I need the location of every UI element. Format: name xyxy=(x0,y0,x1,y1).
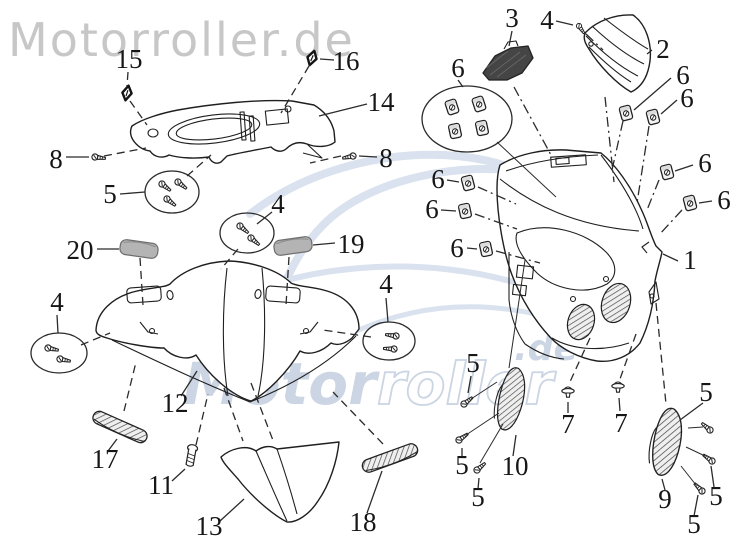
callout-5-f: 5 xyxy=(687,509,701,539)
callout-5-top: 5 xyxy=(103,179,117,209)
clip-glyph xyxy=(474,119,490,137)
callout-18: 18 xyxy=(350,507,377,537)
part-12-handlebar-front-cover xyxy=(95,260,360,403)
callout-16: 16 xyxy=(333,46,360,76)
callout-6-f: 6 xyxy=(425,194,439,224)
callout-6-group: 6 xyxy=(451,53,465,83)
screw-glyph xyxy=(454,430,470,445)
watermark-header-text: Motorroller.de xyxy=(8,13,355,67)
part-15-diamond-cap xyxy=(119,83,135,103)
clip-glyph xyxy=(470,94,488,114)
screw-glyph xyxy=(384,330,401,341)
fastener-group-6-clips xyxy=(421,85,513,153)
callout-5-a: 5 xyxy=(466,348,480,378)
fastener-group-4-right xyxy=(362,321,416,361)
callout-12: 12 xyxy=(162,388,189,418)
clip-glyph xyxy=(618,104,634,122)
callout-4-left: 4 xyxy=(50,287,64,317)
callout-11: 11 xyxy=(148,470,174,500)
clip-glyph xyxy=(478,240,494,258)
callout-9: 9 xyxy=(658,484,672,514)
screw-glyph xyxy=(173,177,189,192)
part-19-rubber-pad xyxy=(272,235,314,257)
callout-2: 2 xyxy=(656,34,670,64)
screw-glyph xyxy=(341,151,358,162)
callout-20: 20 xyxy=(67,235,94,265)
screw-glyph xyxy=(90,152,107,163)
clip-glyph xyxy=(645,108,661,126)
fastener-group-5-top xyxy=(144,170,200,214)
screw-glyph xyxy=(55,354,72,365)
part-11-bolt xyxy=(183,443,199,468)
callout-3: 3 xyxy=(505,3,519,33)
part-14-handlebar-rear-cover xyxy=(129,99,336,164)
callout-6-b: 6 xyxy=(680,83,694,113)
callout-13: 13 xyxy=(196,511,223,541)
callout-4-screw: 4 xyxy=(540,5,554,35)
clip-glyph xyxy=(457,202,473,220)
part-3-corner-piece xyxy=(482,40,534,81)
screw-glyph xyxy=(157,179,173,194)
callout-5-c: 5 xyxy=(471,482,485,512)
callout-labels: 15 16 14 8 8 5 4 20 19 4 4 12 17 11 13 1… xyxy=(49,3,731,541)
screw-glyph xyxy=(235,221,251,236)
callout-5-e: 5 xyxy=(709,481,723,511)
pushpin-glyph xyxy=(561,386,575,398)
clip-glyph xyxy=(460,174,476,192)
part-18-strip-grille xyxy=(359,441,421,475)
callout-4-mid: 4 xyxy=(271,189,285,219)
callout-5-d: 5 xyxy=(699,377,713,407)
callout-7-b: 7 xyxy=(614,408,628,438)
leader-lines xyxy=(56,20,715,522)
callout-5-b: 5 xyxy=(455,450,469,480)
pushpin-glyph xyxy=(611,381,625,393)
callout-6-d: 6 xyxy=(717,185,731,215)
callout-6-a: 6 xyxy=(676,60,690,90)
callout-10: 10 xyxy=(502,451,529,481)
screw-glyph xyxy=(574,21,587,36)
part-13-lower-spoiler xyxy=(220,441,340,523)
callout-6-g: 6 xyxy=(450,233,464,263)
part-20-rubber-pad xyxy=(118,238,160,260)
callout-6-e: 6 xyxy=(431,164,445,194)
callout-14: 14 xyxy=(368,87,396,117)
fastener-group-4-left xyxy=(30,332,88,374)
part-9-mesh-grille xyxy=(644,405,687,479)
clip-glyph xyxy=(447,122,463,140)
screw-glyph xyxy=(162,194,178,209)
part-1-front-panel xyxy=(496,149,663,363)
callout-15: 15 xyxy=(116,44,143,74)
callout-8-left: 8 xyxy=(49,144,63,174)
callout-7-a: 7 xyxy=(561,409,575,439)
part-2-visor-shield xyxy=(583,14,652,93)
callout-8-right: 8 xyxy=(379,143,393,173)
fastener-group-4-mid xyxy=(219,212,275,254)
callout-4-right: 4 xyxy=(379,269,393,299)
callout-17: 17 xyxy=(92,444,119,474)
clip-glyph xyxy=(659,163,675,181)
clip-glyph xyxy=(682,194,698,212)
callout-6-c: 6 xyxy=(698,148,712,178)
screw-glyph xyxy=(699,420,715,435)
screw-glyph xyxy=(701,451,717,466)
watermark-center-outline-text: roller xyxy=(377,350,557,418)
part-17-strip-grille xyxy=(90,408,150,446)
screw-glyph xyxy=(246,233,262,248)
callout-1: 1 xyxy=(683,245,697,275)
screw-glyph xyxy=(43,343,60,354)
clip-glyph xyxy=(443,97,461,117)
callout-19: 19 xyxy=(338,229,365,259)
